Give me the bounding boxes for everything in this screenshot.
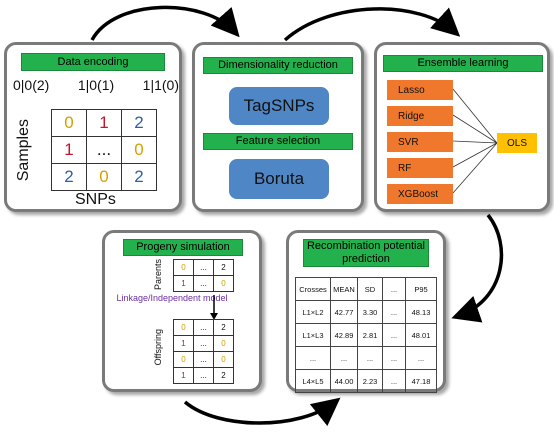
table-cell: L1×L3 <box>295 323 331 347</box>
parents-cell: 0 <box>213 275 234 292</box>
offspring-cell: 2 <box>213 319 234 336</box>
tagsnps-box: TagSNPs <box>229 87 329 125</box>
model-lasso: Lasso <box>387 80 453 100</box>
parents-cell: 2 <box>213 259 234 276</box>
offspring-cell: 0 <box>213 351 234 368</box>
arrow-progeny-to-prediction <box>183 397 341 427</box>
down-arrow-icon <box>210 295 218 320</box>
matrix-cell: 0 <box>121 136 157 164</box>
table-header: SD <box>357 277 383 301</box>
feature-selection-title: Feature selection <box>203 133 353 150</box>
table-cell: ... <box>382 346 406 370</box>
snps-label: SNPs <box>75 191 116 208</box>
matrix-cell: 2 <box>51 163 87 191</box>
arrow-reduction-to-ensemble <box>283 7 461 42</box>
model-ridge: Ridge <box>387 106 453 126</box>
table-header: ... <box>382 277 406 301</box>
arrow-ensemble-to-prediction <box>451 213 504 323</box>
recombination-panel: Recombination potential prediction Cross… <box>286 230 446 393</box>
model-rf: RF <box>387 158 453 178</box>
table-row: L1×L3 42.89 2.81 ... 48.01 <box>295 323 437 347</box>
samples-label: Samples <box>15 119 32 182</box>
offspring-cell: ... <box>193 367 214 384</box>
matrix-cell: 0 <box>51 109 87 137</box>
encoding-matrix: 0 1 2 1 ... 0 2 0 2 <box>51 109 157 191</box>
model-xgboost: XGBoost <box>387 184 453 204</box>
parents-cell: ... <box>193 275 214 292</box>
parents-cell: 1 <box>173 275 194 292</box>
genotype-code: 1|0(1) <box>77 77 115 93</box>
matrix-cell: 2 <box>121 109 157 137</box>
matrix-cell: 0 <box>86 163 122 191</box>
matrix-cell: ... <box>86 136 122 164</box>
table-header: Crosses <box>295 277 331 301</box>
offspring-cell: 1 <box>173 367 194 384</box>
table-cell: 2.23 <box>357 369 383 393</box>
offspring-table: 0 ... 2 1 ... 0 0 ... 0 1 ... 2 <box>173 319 234 384</box>
table-cell: ... <box>295 346 331 370</box>
table-header: P95 <box>405 277 437 301</box>
table-cell: ... <box>357 346 383 370</box>
table-header: MEAN <box>330 277 358 301</box>
table-row: L1×L2 42.77 3.30 ... 48.13 <box>295 300 437 324</box>
table-cell: 3.30 <box>357 300 383 324</box>
offspring-cell: 0 <box>173 319 194 336</box>
offspring-cell: ... <box>193 319 214 336</box>
table-cell: 2.81 <box>357 323 383 347</box>
offspring-label: Offspring <box>153 329 163 366</box>
model-svr: SVR <box>387 132 453 152</box>
offspring-cell: 0 <box>213 335 234 352</box>
recombination-table: Crosses MEAN SD ... P95 L1×L2 42.77 3.30… <box>295 277 437 393</box>
table-cell: 42.77 <box>330 300 358 324</box>
table-cell: L4×L5 <box>295 369 331 393</box>
ensemble-title: Ensemble learning <box>383 55 543 72</box>
table-cell: 44.00 <box>330 369 358 393</box>
offspring-cell: ... <box>193 351 214 368</box>
recombination-title: Recombination potential prediction <box>303 239 429 267</box>
data-encoding-title: Data encoding <box>21 53 165 71</box>
offspring-cell: ... <box>193 335 214 352</box>
parents-cell: 0 <box>173 259 194 276</box>
table-cell: L1×L2 <box>295 300 331 324</box>
table-row: L4×L5 44.00 2.23 ... 47.18 <box>295 369 437 393</box>
ensemble-panel: Ensemble learning Lasso Ridge SVR RF XGB… <box>374 42 550 212</box>
parents-table: 0 ... 2 1 ... 0 <box>173 259 234 292</box>
data-encoding-panel: Data encoding 0|0(2) 1|0(1) 1|1(0) Sampl… <box>4 42 182 212</box>
offspring-cell: 0 <box>173 351 194 368</box>
meta-model-ols: OLS <box>497 133 537 153</box>
offspring-cell: 1 <box>173 335 194 352</box>
matrix-cell: 2 <box>121 163 157 191</box>
ensemble-connectors <box>452 88 498 194</box>
dim-reduction-title: Dimensionality reduction <box>203 57 353 74</box>
table-cell: 47.18 <box>405 369 437 393</box>
table-cell: 48.01 <box>405 323 437 347</box>
table-cell: 42.89 <box>330 323 358 347</box>
arrow-encoding-to-reduction <box>90 5 240 41</box>
table-cell: ... <box>382 323 406 347</box>
boruta-box: Boruta <box>229 159 329 199</box>
table-row: ... ... ... ... ... <box>295 346 437 370</box>
genotype-code: 1|1(0) <box>142 77 179 93</box>
progeny-title: Progeny simulation <box>123 239 243 256</box>
matrix-cell: 1 <box>86 109 122 137</box>
offspring-cell: 2 <box>213 367 234 384</box>
table-cell: ... <box>382 300 406 324</box>
model-label: Linkage/Independent model <box>116 293 228 303</box>
genotype-code: 0|0(2) <box>13 77 50 93</box>
parents-cell: ... <box>193 259 214 276</box>
matrix-cell: 1 <box>51 136 87 164</box>
table-cell: ... <box>330 346 358 370</box>
table-cell: ... <box>382 369 406 393</box>
table-cell: ... <box>405 346 437 370</box>
genotype-codes: 0|0(2) 1|0(1) 1|1(0) <box>13 77 179 93</box>
progeny-panel: Progeny simulation Parents 0 ... 2 1 ...… <box>102 230 262 392</box>
parents-label: Parents <box>153 259 163 291</box>
dim-reduction-panel: Dimensionality reduction TagSNPs Feature… <box>192 42 364 212</box>
table-cell: 48.13 <box>405 300 437 324</box>
